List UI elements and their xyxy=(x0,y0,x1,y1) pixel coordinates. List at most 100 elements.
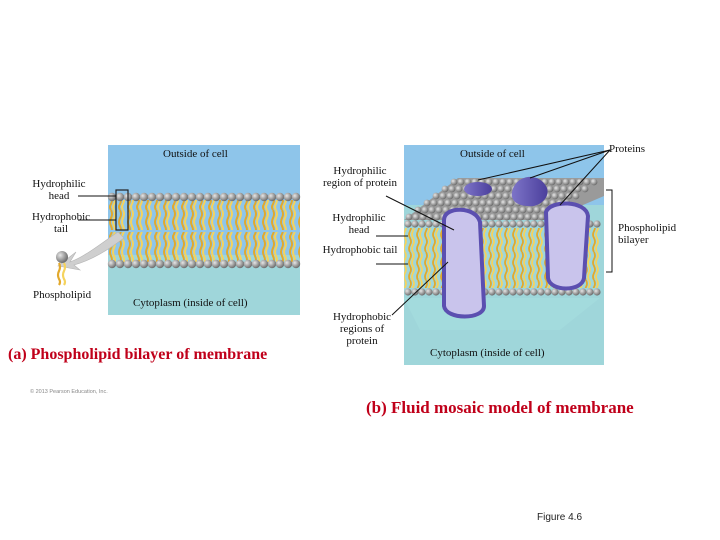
phospholipid-head xyxy=(203,192,213,202)
panel-a-cytoplasm-label: Cytoplasm (inside of cell) xyxy=(133,297,248,309)
phospholipid-head xyxy=(219,259,229,269)
phospholipid-head xyxy=(131,192,141,202)
panel-a-hydrophobic-tail-label: Hydrophobic tail xyxy=(31,211,91,235)
panel-b-caption: (b) Fluid mosaic model of membrane xyxy=(366,398,634,417)
phospholipid-head xyxy=(439,192,447,200)
phospholipid-head xyxy=(267,192,277,202)
peripheral-protein-2 xyxy=(511,176,548,207)
panel-a-hydrophilic-head-label: Hydrophilic head xyxy=(32,178,86,202)
phospholipid-head xyxy=(581,185,589,193)
phospholipid-head xyxy=(488,220,496,228)
phospholipid-head xyxy=(530,288,538,296)
phospholipid-head xyxy=(425,288,433,296)
phospholipid-head xyxy=(572,288,580,296)
phospholipid-head xyxy=(572,192,580,200)
phospholipid-head xyxy=(203,259,213,269)
phospholipid-head xyxy=(139,259,149,269)
phospholipid-head xyxy=(412,213,420,221)
phospholipid-head xyxy=(283,192,293,202)
phospholipid-head xyxy=(523,288,531,296)
hydrophilic-region-label: Hydrophilic region of protein xyxy=(323,165,397,189)
phospholipid-head xyxy=(486,199,494,207)
phospholipid-head xyxy=(453,192,461,200)
phospholipid-head xyxy=(472,199,480,207)
phospholipid-head xyxy=(155,259,165,269)
panel-a-tails-bottom xyxy=(108,232,300,262)
phospholipid-head xyxy=(504,185,512,193)
phospholipid-head xyxy=(195,192,205,202)
phospholipid-head xyxy=(499,178,507,186)
phospholipid-head xyxy=(593,220,601,228)
phospholipid-head xyxy=(243,192,253,202)
phospholipid-head xyxy=(171,192,181,202)
phospholipid-head xyxy=(211,192,221,202)
proteins-pointer-1 xyxy=(559,149,611,206)
phospholipid-head xyxy=(251,192,261,202)
phospholipid-head xyxy=(523,220,531,228)
phospholipid-head xyxy=(460,192,468,200)
phospholipid-head xyxy=(558,192,566,200)
phospholipid-head xyxy=(187,259,197,269)
phospholipid-head xyxy=(235,259,245,269)
phospholipid-head xyxy=(512,206,520,214)
panel-b-hydrophilic-head-label: Hydrophilic head xyxy=(332,212,386,236)
phospholipid-head xyxy=(562,178,570,186)
panel-a-heads-top xyxy=(107,192,301,202)
phospholipid-head xyxy=(411,288,419,296)
phospholipid-head xyxy=(275,192,285,202)
proteins-label: Proteins xyxy=(609,143,646,155)
phospholipid-head xyxy=(590,178,598,186)
phospholipid-head xyxy=(251,259,261,269)
phospholipid-head xyxy=(567,185,575,193)
phospholipid-head xyxy=(139,192,149,202)
phospholipid-head xyxy=(147,192,157,202)
phospholipid-head xyxy=(430,199,438,207)
phospholipid-head xyxy=(538,213,546,221)
phospholipid-head xyxy=(451,199,459,207)
phospholipid-head xyxy=(493,199,501,207)
phospholipid-head xyxy=(485,178,493,186)
hydrophobic-regions-label: Hydrophobic regions of protein xyxy=(332,311,392,347)
integral-protein-left xyxy=(442,207,487,319)
phospholipid-head xyxy=(444,199,452,207)
phospholipid-head xyxy=(593,288,601,296)
phospholipid-head xyxy=(163,259,173,269)
phospholipid-head xyxy=(259,259,269,269)
phospholipid-head xyxy=(524,213,532,221)
phospholipid-head xyxy=(267,259,277,269)
phospholipid-head xyxy=(235,192,245,202)
phospholipid-head xyxy=(458,199,466,207)
phospholipid-head xyxy=(404,220,412,228)
phospholipid-head xyxy=(107,192,117,202)
phospholipid-head xyxy=(517,213,525,221)
panel-b-outside-label: Outside of cell xyxy=(460,148,525,160)
hydrophobic-regions-pointer xyxy=(391,261,449,316)
copyright-text: © 2013 Pearson Education, Inc. xyxy=(30,389,108,395)
phospholipid-head xyxy=(509,288,517,296)
phospholipid-head xyxy=(423,199,431,207)
phospholipid-head xyxy=(131,259,141,269)
peripheral-protein-1 xyxy=(464,182,492,196)
panel-b-cytoplasm-label: Cytoplasm (inside of cell) xyxy=(430,347,545,359)
phospholipid-head xyxy=(171,259,181,269)
proteins-pointer-2 xyxy=(529,149,611,179)
panel-a-heads-bottom xyxy=(107,259,301,269)
phospholipid-head xyxy=(291,259,301,269)
phospholipid-head xyxy=(498,206,506,214)
phospholipid-head xyxy=(437,199,445,207)
phospholipid-head xyxy=(481,220,489,228)
phospholipid-head xyxy=(530,220,538,228)
phospholipid-head xyxy=(404,288,412,296)
bilayer-bracket xyxy=(606,189,613,273)
phospholipid-head xyxy=(583,178,591,186)
phospholipid-head xyxy=(227,259,237,269)
phospholipid-head xyxy=(502,220,510,228)
phospholipid-head xyxy=(405,213,413,221)
phospholipid-head xyxy=(502,288,510,296)
phospholipid-head xyxy=(509,220,517,228)
phospholipid-head xyxy=(115,259,125,269)
phospholipid-head xyxy=(569,178,577,186)
phospholipid-head xyxy=(195,259,205,269)
phospholipid-head xyxy=(123,259,133,269)
